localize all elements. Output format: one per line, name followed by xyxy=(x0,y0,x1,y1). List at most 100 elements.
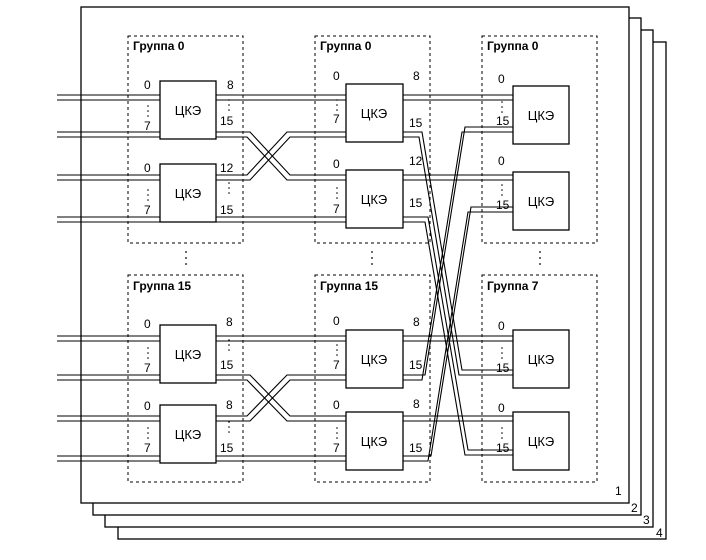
link-wire xyxy=(216,131,346,181)
link-wire xyxy=(403,415,513,422)
link-wire xyxy=(403,335,513,342)
plane-number-2: 2 xyxy=(631,501,638,515)
link-wire xyxy=(216,131,346,181)
switch-block xyxy=(159,163,217,223)
input-wire xyxy=(57,131,160,138)
group-frames xyxy=(127,35,598,483)
port-label: 12 xyxy=(220,161,234,175)
port-labels-col2: 0 7 8 15 0 7 12 15 0 7 8 15 0 7 8 15 xyxy=(333,69,423,455)
link-wire xyxy=(216,94,346,101)
port-label: 7 xyxy=(144,441,151,455)
plane-number-4: 4 xyxy=(656,526,663,540)
link-wire xyxy=(216,335,346,342)
group-frame-c1-top xyxy=(127,35,244,244)
port-label: 7 xyxy=(333,202,340,216)
port-label: 0 xyxy=(498,401,505,415)
port-label: 0 xyxy=(144,78,151,92)
port-ellipsis xyxy=(147,99,503,439)
port-label: 8 xyxy=(226,398,233,412)
port-label: 7 xyxy=(333,112,340,126)
block-label: ЦКЭ xyxy=(528,108,555,123)
group-frame-c1-bottom xyxy=(127,274,244,483)
block-label: ЦКЭ xyxy=(361,106,388,121)
block-label: ЦКЭ xyxy=(528,352,555,367)
port-labels-col1: 0 7 8 15 0 7 12 15 0 7 8 15 0 7 8 15 xyxy=(144,78,234,455)
group-frame-c2-top xyxy=(314,35,431,244)
port-label: 0 xyxy=(333,314,340,328)
port-label: 15 xyxy=(409,358,423,372)
group-frame-c3-top xyxy=(481,35,598,244)
port-label: 15 xyxy=(496,114,510,128)
group-title: Группа 0 xyxy=(487,39,539,53)
port-label: 7 xyxy=(333,358,340,372)
port-label: 15 xyxy=(220,203,234,217)
block-label: ЦКЭ xyxy=(361,434,388,449)
group-title: Группа 15 xyxy=(320,279,378,293)
group-ellipsis xyxy=(185,251,541,265)
switch-block xyxy=(159,80,217,140)
link-wire xyxy=(216,216,346,223)
port-label: 15 xyxy=(409,116,423,130)
port-label: 15 xyxy=(409,441,423,455)
port-label: 0 xyxy=(144,399,151,413)
block-label: ЦКЭ xyxy=(361,192,388,207)
switch-block xyxy=(345,83,404,143)
port-label: 8 xyxy=(227,78,234,92)
port-label: 7 xyxy=(333,441,340,455)
switch-block xyxy=(345,329,404,389)
link-wire xyxy=(403,206,513,462)
input-wire xyxy=(57,174,160,181)
group-title: Группа 7 xyxy=(487,279,539,293)
port-label: 12 xyxy=(409,154,423,168)
block-label: ЦКЭ xyxy=(175,427,202,442)
block-label: ЦКЭ xyxy=(528,194,555,209)
block-label: ЦКЭ xyxy=(175,186,202,201)
port-label: 15 xyxy=(220,441,234,455)
plane-number-3: 3 xyxy=(643,513,650,527)
switch-block xyxy=(512,411,570,471)
port-label: 7 xyxy=(144,361,151,375)
group-frame-c3-bottom xyxy=(481,274,598,483)
group-frame-c2-bottom xyxy=(314,274,431,483)
input-wire xyxy=(57,216,160,223)
port-label: 0 xyxy=(333,398,340,412)
port-label: 15 xyxy=(220,358,234,372)
port-label: 0 xyxy=(144,317,151,331)
port-labels-col3: 0 15 0 15 0 15 0 15 xyxy=(496,72,510,455)
input-wire xyxy=(57,455,160,462)
port-label: 15 xyxy=(496,361,510,375)
port-label: 0 xyxy=(498,319,505,333)
block-label: ЦКЭ xyxy=(361,352,388,367)
wires xyxy=(57,94,513,462)
port-label: 15 xyxy=(409,196,423,210)
link-wire xyxy=(216,374,346,422)
port-label: 0 xyxy=(498,72,505,86)
port-label: 0 xyxy=(498,154,505,168)
port-label: 8 xyxy=(413,69,420,83)
port-label: 15 xyxy=(220,114,234,128)
switch-block xyxy=(345,169,404,229)
port-label: 8 xyxy=(226,315,233,329)
switch-block xyxy=(345,411,404,471)
switch-block xyxy=(159,404,217,464)
switch-block xyxy=(512,85,570,145)
port-label: 8 xyxy=(413,315,420,329)
port-label: 0 xyxy=(333,69,340,83)
plane-number-1: 1 xyxy=(615,484,622,498)
block-label: ЦКЭ xyxy=(175,347,202,362)
group-title: Группа 0 xyxy=(320,39,372,53)
port-label: 7 xyxy=(144,119,151,133)
blocks xyxy=(159,80,570,471)
switch-block xyxy=(512,329,570,389)
switch-block xyxy=(512,171,570,231)
link-wire xyxy=(403,126,513,381)
input-wire xyxy=(57,335,160,342)
input-wire xyxy=(57,415,160,422)
link-wire xyxy=(403,131,513,376)
block-label: ЦКЭ xyxy=(175,103,202,118)
group-title: Группа 15 xyxy=(133,279,191,293)
input-wire xyxy=(57,374,160,381)
switch-block xyxy=(159,324,217,384)
port-label: 0 xyxy=(144,161,151,175)
